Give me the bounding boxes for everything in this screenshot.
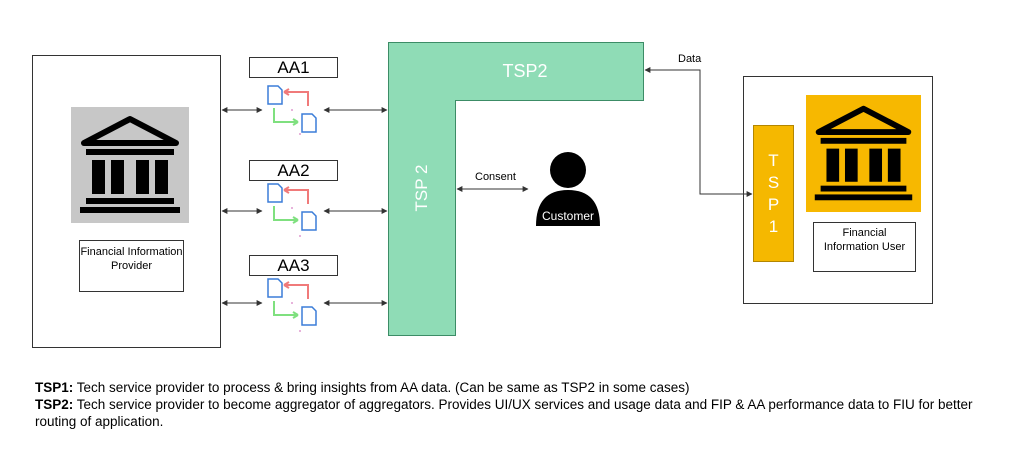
bank-icon (80, 116, 180, 213)
tsp2-term: TSP2: (35, 397, 74, 412)
tsp2-horizontal-label: TSP2 (502, 61, 548, 81)
fip-label: Financial Information Provider (79, 240, 184, 292)
tsp2-horizontal-block (455, 42, 644, 101)
fip-box (32, 55, 221, 348)
aa3-label: AA3 (249, 255, 338, 276)
consent-label: Consent (475, 171, 516, 183)
fiu-box (743, 76, 933, 304)
footnotes: TSP1: Tech service provider to process &… (35, 379, 1010, 430)
document-sync-icon (267, 85, 317, 135)
tsp2-note: TSP2: Tech service provider to become ag… (35, 396, 1010, 430)
aa2-label: AA2 (249, 160, 338, 181)
fiu-label: Financial Information User (813, 222, 916, 272)
document-sync-icon (267, 183, 317, 237)
tsp2-text: Tech service provider to become aggregat… (35, 397, 973, 429)
fip-bank-tile (71, 107, 189, 223)
fiu-bank-tile (806, 95, 921, 212)
tsp1-term: TSP1: (35, 380, 74, 395)
tsp1-letter: S (767, 173, 780, 192)
tsp2-vertical-label: TSP 2 (412, 164, 431, 212)
bank-icon (814, 105, 913, 201)
document-sync-icon (267, 278, 317, 332)
tsp1-note: TSP1: Tech service provider to process &… (35, 379, 1010, 396)
tsp1-letter: 1 (768, 217, 779, 236)
customer-label: Customer (542, 209, 595, 223)
tsp1-block: T S P 1 (753, 125, 794, 262)
tsp1-letter: P (767, 195, 780, 214)
data-label: Data (678, 53, 702, 65)
person-icon (536, 152, 600, 226)
aa1-label: AA1 (249, 57, 338, 78)
tsp1-letter: T (768, 151, 779, 170)
tsp1-text: Tech service provider to process & bring… (73, 380, 690, 395)
data-arrow (644, 67, 753, 197)
tsp2-vertical-block (388, 42, 456, 336)
